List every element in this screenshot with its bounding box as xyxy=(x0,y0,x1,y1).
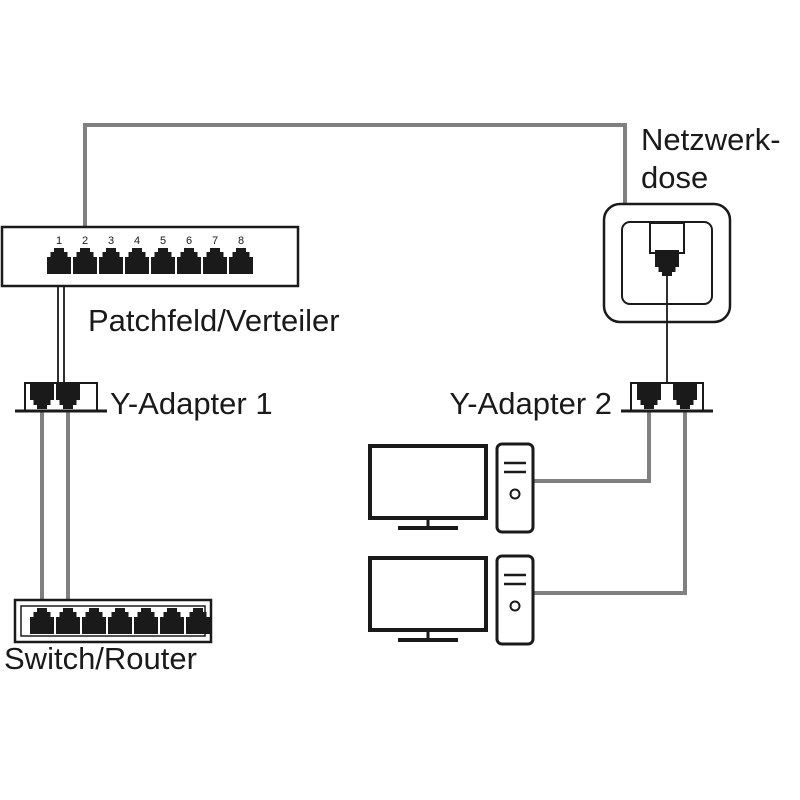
wall-outlet-label-line1: Netzwerk- xyxy=(641,122,781,157)
pc-1 xyxy=(368,442,535,534)
y-adapter-1-label: Y-Adapter 1 xyxy=(110,386,273,421)
port-number: 2 xyxy=(82,235,88,247)
tower-power-button-icon xyxy=(509,600,521,612)
cable-patchpanel-to-outlet xyxy=(83,123,627,232)
cable-pc1-to-adapter2 xyxy=(525,409,651,483)
switch-router-label: Switch/Router xyxy=(4,641,197,676)
monitor-icon xyxy=(368,444,488,520)
y-adapter-2: Y-Adapter 2 xyxy=(449,382,713,421)
port-number: 8 xyxy=(238,235,244,247)
wall-outlet-label-line2: dose xyxy=(641,160,708,195)
port-number: 7 xyxy=(212,235,218,247)
patch-panel-port-numbers: 1 2 3 4 5 6 7 8 xyxy=(56,235,244,247)
cables xyxy=(40,123,687,606)
patch-panel: 1 2 3 4 5 6 7 8 Patchfeld/Verteiler xyxy=(0,225,340,338)
monitor-icon xyxy=(368,556,488,632)
wall-outlet: Netzwerk- dose xyxy=(602,122,781,324)
port-number: 4 xyxy=(134,235,140,247)
port-number: 5 xyxy=(160,235,166,247)
pc-2 xyxy=(368,554,535,646)
port-number: 6 xyxy=(186,235,192,247)
switch-router: Switch/Router xyxy=(4,598,213,676)
y-adapter-2-label: Y-Adapter 2 xyxy=(449,386,612,421)
outlet-jack-housing xyxy=(649,222,685,254)
tower-power-button-icon xyxy=(509,488,521,500)
port-number: 3 xyxy=(108,235,114,247)
tower-icon xyxy=(495,442,535,534)
port-number: 1 xyxy=(56,235,62,247)
patch-panel-label: Patchfeld/Verteiler xyxy=(88,303,340,338)
cable-pc2-to-adapter2 xyxy=(525,409,687,595)
tower-icon xyxy=(495,554,535,646)
patch-panel-body xyxy=(0,225,300,288)
y-adapter-1: Y-Adapter 1 xyxy=(15,382,273,421)
connector-lines xyxy=(57,272,668,384)
